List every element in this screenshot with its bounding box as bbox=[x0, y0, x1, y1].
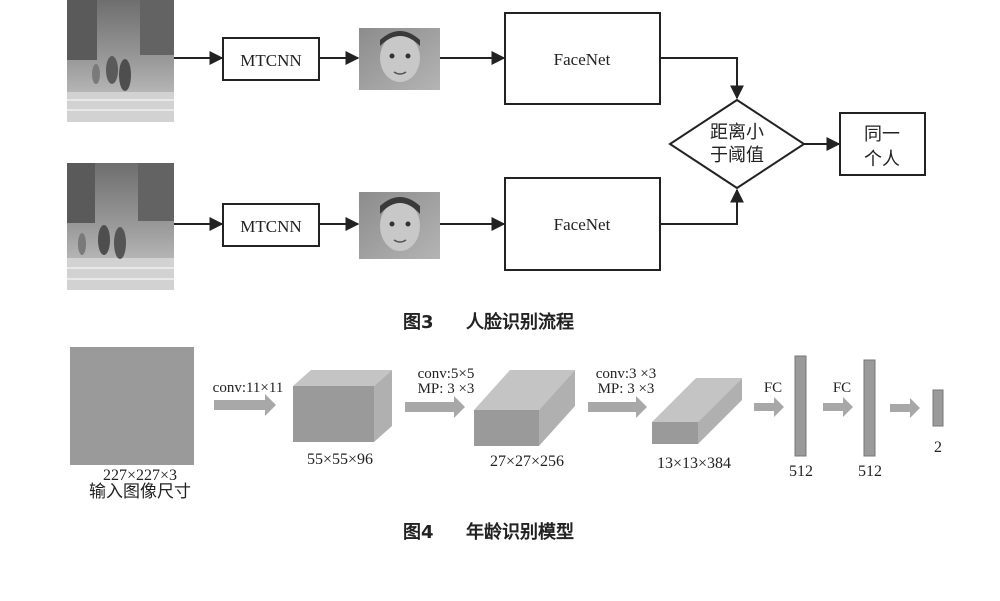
stage1-op-line2: MP: 3 ×3 bbox=[418, 381, 475, 397]
street-photo-top bbox=[67, 0, 174, 122]
decision-label-line2: 于阈值 bbox=[710, 145, 764, 165]
input-image-block bbox=[70, 347, 194, 465]
mtcnn-box-bottom bbox=[222, 203, 320, 247]
stage2-op-line1: conv:3 ×3 bbox=[596, 366, 657, 382]
fc2-label: FC bbox=[833, 380, 851, 396]
block3-size-label: 13×13×384 bbox=[657, 455, 731, 472]
result-label-line2: 个人 bbox=[864, 149, 900, 169]
decision-label-line1: 距离小 bbox=[710, 122, 764, 142]
fc1-arrow bbox=[754, 397, 784, 417]
face-crop-bottom bbox=[359, 192, 440, 259]
fc2-layer bbox=[863, 359, 876, 457]
mtcnn-label-bottom: MTCNN bbox=[240, 217, 301, 236]
facenet-box-top bbox=[504, 12, 661, 105]
feature-block-1 bbox=[293, 370, 392, 442]
stage0-arrow bbox=[214, 394, 276, 416]
fc1-size-label: 512 bbox=[789, 463, 813, 480]
mtcnn-box-top bbox=[222, 37, 320, 81]
arrow-facenet-bottom-to-decision bbox=[660, 188, 744, 225]
feature-block-3 bbox=[652, 378, 742, 444]
stage1-arrow bbox=[405, 396, 465, 418]
figure3-caption-number: 图3 bbox=[403, 312, 434, 333]
decision-diamond bbox=[668, 98, 806, 190]
fc1-layer bbox=[794, 355, 807, 457]
facenet-label-top: FaceNet bbox=[554, 50, 611, 69]
fc2-size-label: 512 bbox=[858, 463, 882, 480]
figure3-caption-text: 人脸识别流程 bbox=[466, 311, 574, 333]
arrow-facenet-top-to-decision bbox=[660, 57, 744, 100]
output-layer bbox=[932, 389, 944, 427]
figure4-caption-text: 年龄识别模型 bbox=[466, 521, 574, 543]
figure4-caption-number: 图4 bbox=[403, 522, 434, 543]
output-size-label: 2 bbox=[934, 439, 942, 456]
facenet-box-bottom bbox=[504, 177, 661, 271]
result-box bbox=[839, 112, 926, 176]
feature-block-2 bbox=[474, 370, 575, 446]
fc2-arrow bbox=[823, 397, 853, 417]
fc1-label: FC bbox=[764, 380, 782, 396]
stage0-op-label: conv:11×11 bbox=[213, 380, 284, 396]
street-photo-bottom bbox=[67, 163, 174, 290]
stage2-arrow bbox=[588, 396, 647, 418]
stage1-op-line1: conv:5×5 bbox=[418, 366, 475, 382]
input-caption-label: 输入图像尺寸 bbox=[89, 482, 191, 501]
block1-size-label: 55×55×96 bbox=[307, 451, 373, 468]
result-label-line1: 同一 bbox=[864, 124, 900, 144]
stage2-op-line2: MP: 3 ×3 bbox=[598, 381, 655, 397]
block2-size-label: 27×27×256 bbox=[490, 453, 564, 470]
mtcnn-label-top: MTCNN bbox=[240, 51, 301, 70]
facenet-label-bottom: FaceNet bbox=[554, 215, 611, 234]
input-size-label: 227×227×3 bbox=[103, 467, 177, 484]
face-crop-top bbox=[359, 28, 440, 90]
output-arrow bbox=[890, 398, 920, 418]
